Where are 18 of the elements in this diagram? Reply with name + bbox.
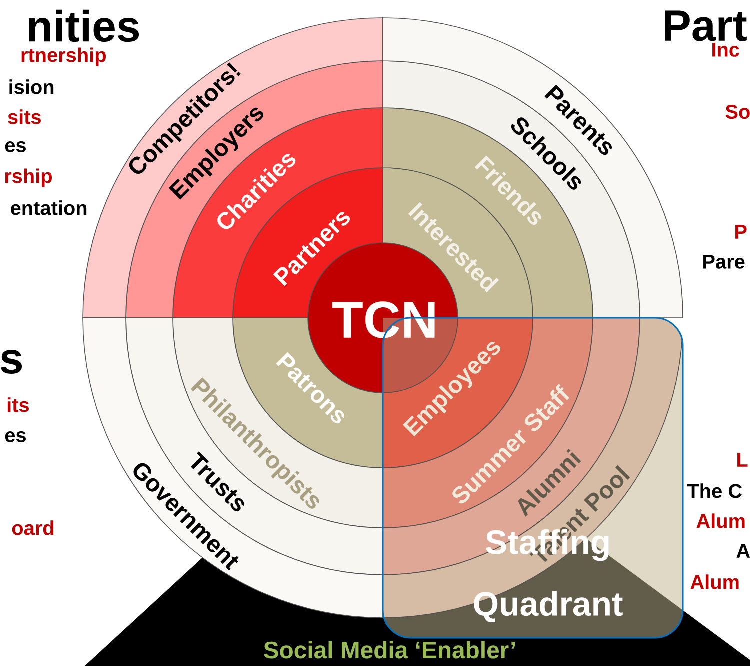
- side-text: es: [5, 142, 26, 152]
- side-text: Pare: [704, 255, 745, 269]
- side-text: A: [736, 544, 750, 558]
- side-text: rship: [5, 168, 52, 188]
- side-text: P: [736, 225, 747, 239]
- side-text: oard: [12, 520, 54, 536]
- side-text: ision: [10, 80, 54, 94]
- side-text: Alum: [696, 514, 745, 528]
- side-text: es: [5, 432, 26, 442]
- heading-fragment: s: [0, 350, 22, 374]
- side-text: its: [8, 398, 29, 412]
- caption-text: Social Media ‘Enabler’: [264, 641, 516, 659]
- side-text: Alum: [690, 574, 739, 590]
- side-text: L: [738, 453, 748, 467]
- side-text: sits: [8, 110, 41, 124]
- side-text: The C: [687, 484, 742, 498]
- side-text: So: [726, 104, 750, 120]
- side-text: Inc: [712, 43, 740, 57]
